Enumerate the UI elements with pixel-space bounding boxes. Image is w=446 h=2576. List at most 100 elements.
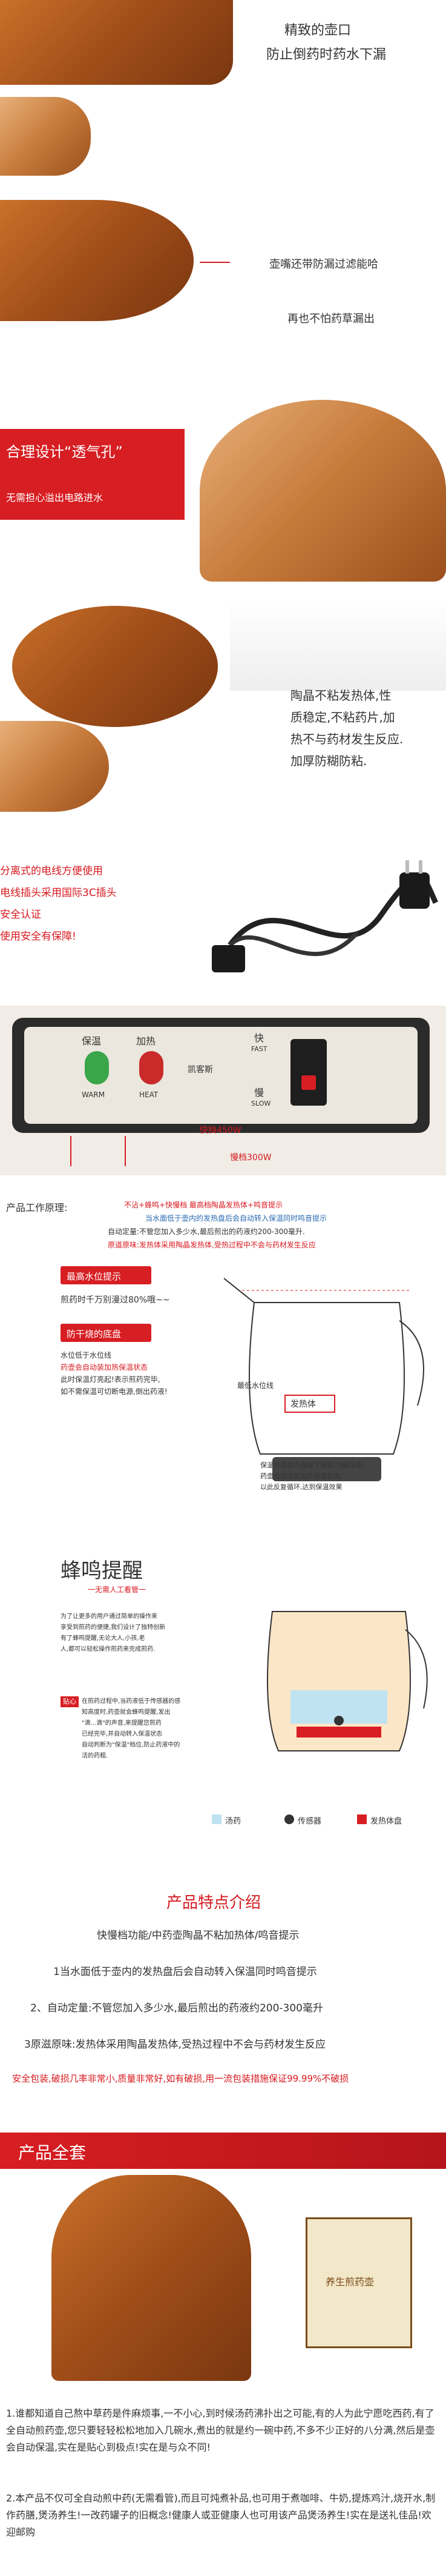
- buzzer-title: 蜂鸣提醒: [61, 1559, 143, 1583]
- vent-badge: 合理设计“透气孔” 无需担心溢出电路进水: [0, 429, 185, 520]
- ceramic-top-right: [230, 600, 446, 691]
- buzzer-desc-line: 人,都可以轻松操作煎药来完成煎药.: [61, 1646, 156, 1653]
- cable-line: 电线插头采用国际3C插头: [0, 887, 117, 899]
- dry-burn-badge: 防干烧的底盘: [61, 1324, 151, 1342]
- max-level-desc: 煎药时千万别漫过80%哦~~: [61, 1295, 170, 1305]
- speed-switch[interactable]: [290, 1039, 327, 1106]
- principle-note3: 以此反复循环,达到保温效果: [260, 1483, 343, 1491]
- buzzer-tip: 在煎药过程中,当药液低于传感器的感 知高度时,药壶就会蜂鸣提醒,发出 "滴...…: [82, 1696, 180, 1762]
- brand-label: 凯客斯: [188, 1065, 213, 1075]
- legend-broth: 汤药: [225, 1817, 241, 1826]
- power-cable-icon: [212, 860, 439, 972]
- buzzer-desc-line: 有了蜂鸣提醒,无论大人,小孩,老: [61, 1635, 145, 1642]
- spout-line1: 精致的壶口: [284, 23, 352, 38]
- principle-note1: 保温状态壶内温度下降到70摄氏度,: [260, 1461, 364, 1469]
- feature-4: 3原滋原味:发热体采用陶晶发热体,受热过程中不会与药材发生反应: [24, 2039, 326, 2051]
- pointer-line: [125, 1136, 126, 1166]
- bottom-paragraph-1: 1.谁都知道自己熬中草药是件麻烦事,一不小心,到时候汤药沸扑出之可能,有的人为此…: [6, 2408, 435, 2453]
- gift-box-text: 养生煎药壶: [326, 2276, 375, 2288]
- fast-label: 快: [254, 1032, 264, 1044]
- max-level-label: 最高水位提示: [67, 1271, 122, 1282]
- heater-label: 发热体: [290, 1399, 316, 1409]
- ceramic-photo-bottom: [0, 721, 109, 812]
- kettle-photo: [51, 2175, 251, 2381]
- spout-photo: [0, 0, 233, 85]
- heater-swatch-icon: [357, 1814, 367, 1824]
- features-section: 产品特点介绍 快慢档功能/中药壶陶晶不粘加热体/鸣音提示 1当水面低于壶内的发热…: [0, 1878, 446, 2145]
- principle-line3: 自动定量:不管您加入多少水,最后煎出的药液约200-300毫升.: [108, 1227, 305, 1236]
- slow-power: 慢档300W: [230, 1153, 272, 1163]
- control-panel-section: 保温 加热 WARM HEAT 凯客斯 快 FAST 慢 SLOW 快档450W…: [0, 1006, 446, 1175]
- panel-face: 保温 加热 WARM HEAT 凯客斯 快 FAST 慢 SLOW: [24, 1027, 418, 1124]
- set-header: 产品全套: [0, 2133, 446, 2169]
- buzzer-tip-line: 知高度时,药壶就会蜂鸣提醒,发出: [82, 1709, 171, 1716]
- max-level-badge: 最高水位提示: [61, 1266, 151, 1284]
- control-panel: 保温 加热 WARM HEAT 凯客斯 快 FAST 慢 SLOW: [12, 1018, 430, 1133]
- buzzer-tip-line: 已经完毕,并自动转入保温状态: [82, 1731, 163, 1738]
- filter-photo-top: [0, 97, 91, 176]
- vent-section: 合理设计“透气孔” 无需担心溢出电路进水: [0, 351, 446, 588]
- buzzer-desc-line: 享受到煎药的便捷,我们设计了独特创新: [61, 1624, 166, 1631]
- spout-line2: 防止倒药时药水下漏: [266, 47, 387, 62]
- bottom-paragraph-2: 2.本产品不仅可全自动煎中药(无需看管),而且可炖煮补品,也可用于煮咖啡、牛奶,…: [6, 2492, 436, 2538]
- vent-photo: [200, 400, 446, 582]
- principle-line2: 当水面低于壶内的发热盘后会自动转入保温同时鸣音提示: [145, 1214, 327, 1223]
- switch-indicator-icon: [301, 1075, 316, 1090]
- warm-light: [85, 1051, 109, 1084]
- warm-label: 保温: [82, 1035, 102, 1047]
- cable-section: 分离式的电线方便使用 电线插头采用国际3C插头 安全认证 使用安全有保障!: [0, 830, 446, 994]
- principle-heading: 产品工作原理:: [6, 1202, 68, 1213]
- spout-section: 精致的壶口 防止倒药时药水下漏: [0, 0, 446, 85]
- bottom-section: 1.谁都知道自己熬中草药是件麻烦事,一不小心,到时候汤药沸扑出之可能,有的人为此…: [0, 2405, 446, 2576]
- buzzer-desc-line: 为了让更多的用户通过简单的操作来: [61, 1613, 157, 1620]
- vent-subtitle: 无需担心溢出电路进水: [6, 492, 103, 503]
- ceramic-line: 陶晶不粘发热体,性: [290, 688, 392, 703]
- buzzer-desc: 为了让更多的用户通过简单的操作来 享受到煎药的便捷,我们设计了独特创新 有了蜂鸣…: [61, 1612, 165, 1655]
- feature-2: 1当水面低于壶内的发热盘后会自动转入保温同时鸣音提示: [53, 1966, 317, 1978]
- feature-5: 安全包装,破损几率非常小,质量非常好,如有破损,用一流包装措施保证99.99%不…: [12, 2073, 349, 2084]
- fast-en: FAST: [251, 1045, 267, 1053]
- heat-label: 加热: [136, 1035, 156, 1047]
- principle-section: 产品工作原理: 不沾+蜂鸣+快慢档 最高档陶晶发热体+鸣音提示 当水面低于壶内的…: [0, 1187, 446, 1521]
- principle-line4: 原道原味:发热体采用陶晶发热体,受热过程中不会与药材发生反应: [108, 1241, 316, 1249]
- filter-line1: 壶嘴还带防漏过滤能哈: [269, 258, 378, 271]
- fast-power: 快档450W: [200, 1126, 241, 1135]
- filter-line2: 再也不怕药草漏出: [287, 313, 375, 325]
- dry-desc1: 水位低于水位线: [61, 1351, 112, 1359]
- cable-text: 分离式的电线方便使用 电线插头采用国际3C插头 安全认证 使用安全有保障!: [0, 860, 117, 948]
- gift-box: 养生煎药壶: [306, 2217, 412, 2348]
- slow-label: 慢: [254, 1087, 264, 1098]
- cable-line: 使用安全有保障!: [0, 931, 76, 943]
- cable-line: 分离式的电线方便使用: [0, 865, 103, 877]
- warm-en: WARM: [82, 1090, 105, 1099]
- tip-badge: 贴心: [61, 1696, 79, 1707]
- broth-swatch-icon: [212, 1814, 221, 1824]
- buzzer-tip-line: 活的药粗.: [82, 1753, 108, 1759]
- heater-box: 发热体: [284, 1395, 335, 1413]
- min-level-label: 最低水位线: [237, 1381, 274, 1390]
- buzzer-section: 蜂鸣提醒 一无需人工看管一 为了让更多的用户通过简单的操作来 享受到煎药的便捷,…: [0, 1533, 446, 1854]
- ceramic-line: 加厚防糊防粘.: [290, 754, 367, 768]
- slow-en: SLOW: [251, 1100, 271, 1107]
- set-section: 产品全套 养生煎药壶: [0, 2133, 446, 2387]
- ceramic-text: 陶晶不粘发热体,性 质稳定,不粘药片,加 热不与药材发生反应. 加厚防糊防粘.: [290, 685, 403, 772]
- sensor-swatch-icon: [284, 1814, 294, 1824]
- vent-title: 合理设计“透气孔”: [6, 443, 123, 460]
- dry-desc4: 如不需保温可切断电源,倒出药液!: [61, 1387, 168, 1396]
- dry-desc3: 此时保温灯亮起!表示煎药完毕,: [61, 1375, 160, 1384]
- legend-heater: 发热体盘: [370, 1817, 402, 1826]
- dry-burn-label: 防干烧的底盘: [67, 1329, 122, 1339]
- buzzer-tip-line: 自动判断为"保温"档位,防止药液中的: [82, 1742, 180, 1748]
- filter-section: 壶嘴还带防漏过滤能哈 再也不怕药草漏出: [0, 85, 446, 327]
- buzzer-tip-line: "滴...滴"的声音,来提醒您煎药: [82, 1720, 162, 1727]
- buzzer-tip-line: 在煎药过程中,当药液低于传感器的感: [82, 1698, 181, 1705]
- dry-desc2: 药壶会自动装加热保温状态: [61, 1363, 148, 1372]
- feature-1: 快慢档功能/中药壶陶晶不粘加热体/鸣音提示: [97, 1930, 300, 1942]
- set-title: 产品全套: [18, 2143, 87, 2163]
- pointer-line: [70, 1136, 71, 1166]
- cable-line: 安全认证: [0, 909, 41, 921]
- ceramic-line: 热不与药材发生反应.: [290, 732, 404, 746]
- buzzer-kettle-diagram: [267, 1611, 428, 1751]
- legend-sensor: 传感器: [298, 1817, 322, 1826]
- filter-photo-bottom: [0, 200, 194, 321]
